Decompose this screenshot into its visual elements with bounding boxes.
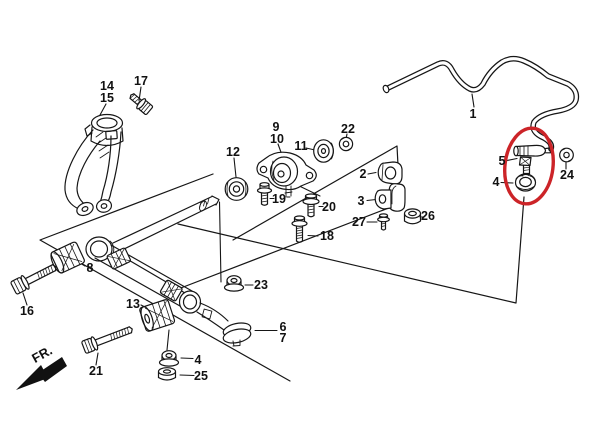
nut-22 [338,136,354,152]
fr-arrow [16,357,67,390]
part-label-11: 11 [294,138,308,153]
panel-outline [39,145,525,382]
part-label-19: 19 [272,191,286,206]
part-label-22: 22 [341,121,355,136]
part-label-20: 20 [322,199,336,214]
part-label-8: 8 [86,260,94,275]
damper-fork [64,113,124,217]
arm-bushing-bracket-9-10 [256,151,317,198]
washer-11 [313,139,334,163]
part-label-9: 9 [272,119,280,134]
nut-4-lower [158,350,180,367]
part-label-23: 23 [254,277,268,292]
bushing-13 [139,299,176,332]
part-label-25: 25 [194,368,208,383]
nut-4-circled [514,173,537,192]
nut-24 [559,147,574,163]
part-label-27: 27 [352,214,366,229]
part-label-21: 21 [89,363,103,378]
bushing-12 [224,177,249,201]
part-label-26: 26 [421,208,435,223]
highlight-ellipse [503,126,555,206]
flange-bolt-17 [129,93,154,116]
part-label-4-lower: 4 [194,352,202,367]
nut-26 [403,208,422,225]
bolt-20 [302,193,320,218]
stabilizer-bar [382,55,580,152]
lower-control-arm [85,195,252,347]
bolt-21 [81,326,133,354]
part-label-16: 16 [20,303,34,318]
part-label-17: 17 [134,73,148,88]
nut-25 [157,367,177,381]
part-label-15: 15 [100,90,114,105]
stabilizer-link-5 [513,144,552,180]
part-label-24: 24 [560,167,574,182]
part-label-4-circled: 4 [492,174,500,189]
part-label-6: 6 [279,319,287,334]
part-label-13: 13 [126,296,140,311]
part-label-12: 12 [226,144,240,159]
stabilizer-bracket-3 [374,183,406,212]
part-label-1: 1 [469,106,477,121]
bushing-8 [50,241,85,274]
part-label-18: 18 [320,228,334,243]
bolt-16 [10,264,57,295]
screw-27 [377,213,390,231]
bolt-18 [291,215,308,243]
part-label-14: 14 [100,78,114,93]
part-label-7: 7 [279,330,287,345]
part-label-3: 3 [357,193,365,208]
part-label-5: 5 [498,153,506,168]
bolt-19 [256,182,273,206]
part-label-10: 10 [270,131,284,146]
stabilizer-bushing-clamp-2 [377,161,403,185]
nut-23 [223,275,245,292]
part-label-2: 2 [359,166,367,181]
